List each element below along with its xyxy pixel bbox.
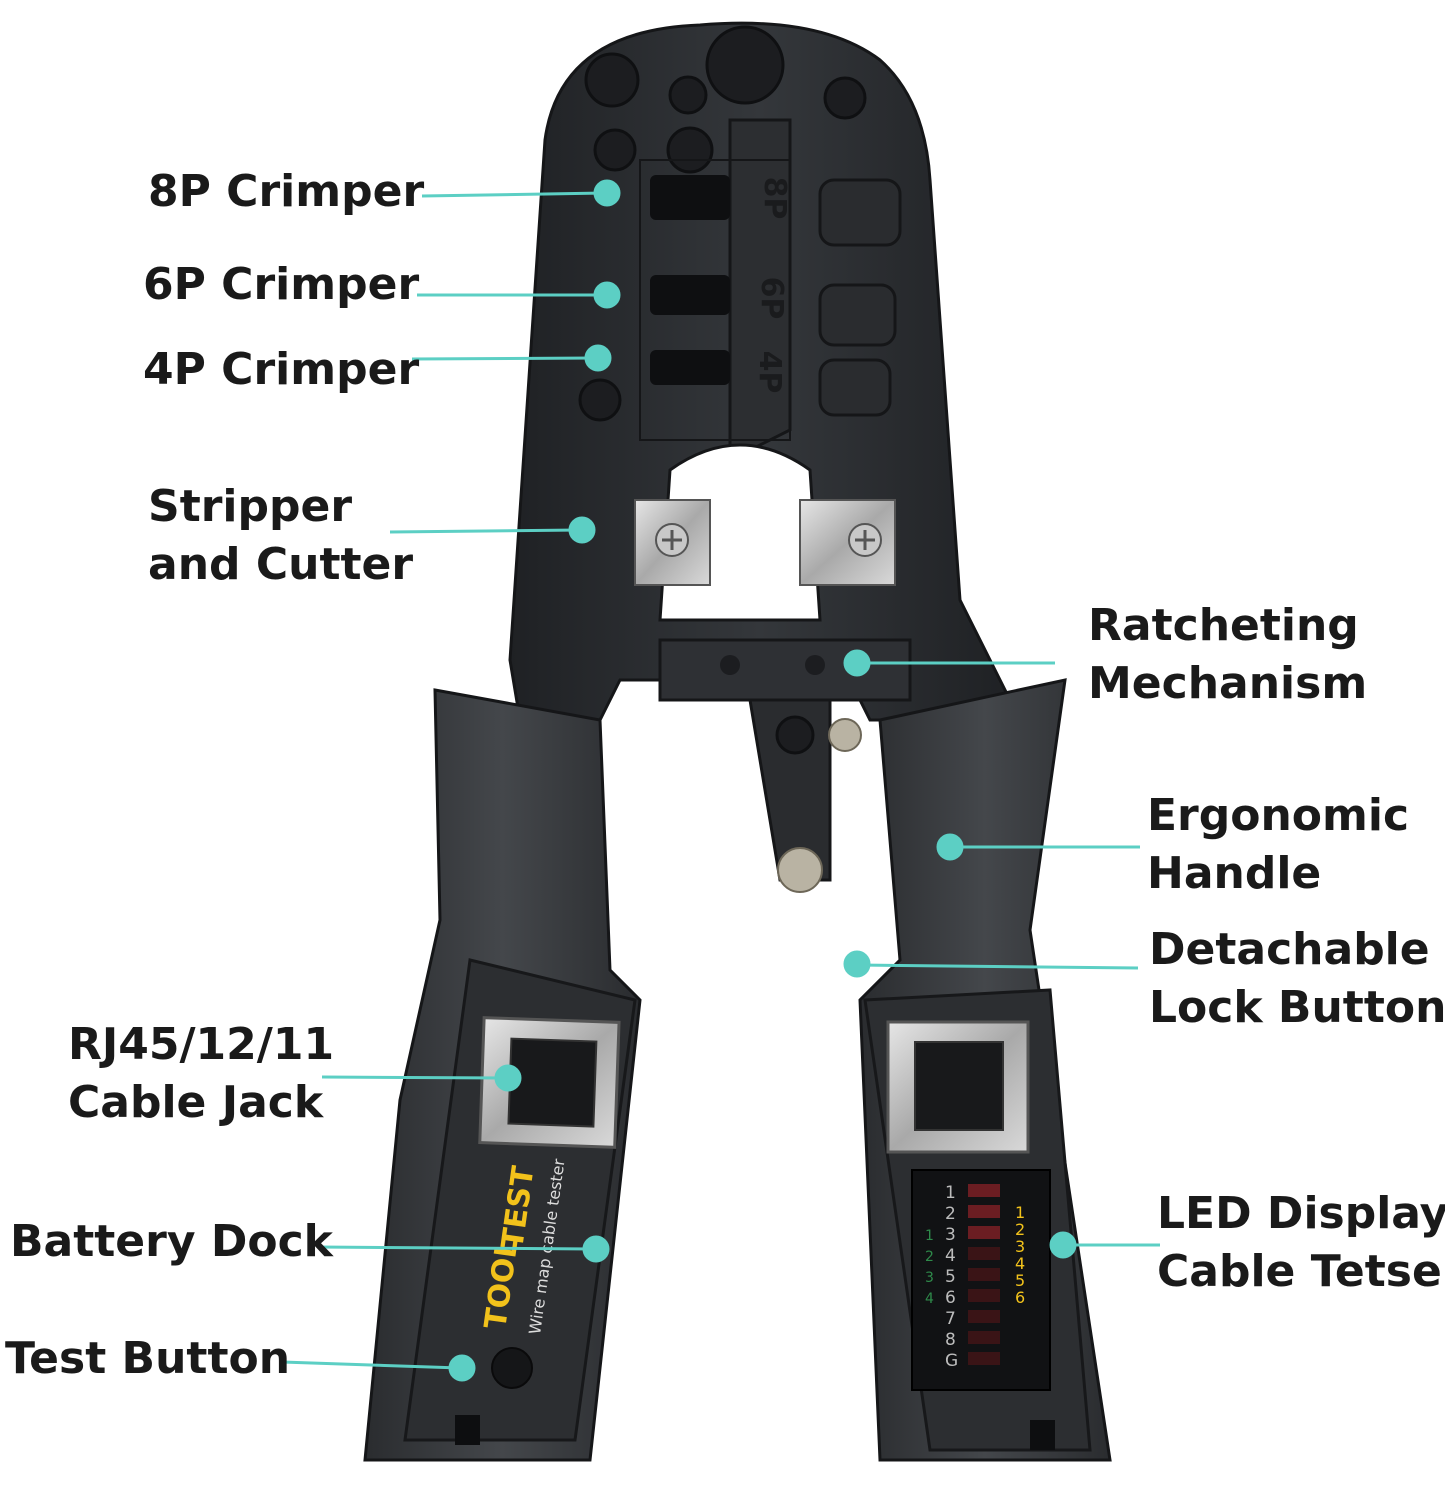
crimper-head: 8P 6P 4P: [508, 21, 1013, 722]
callout-dot-lock: [843, 950, 871, 978]
led-bar: [968, 1226, 1000, 1239]
callout-dot-handle: [936, 833, 964, 861]
callout-4p-line1: 4P Crimper: [143, 344, 420, 395]
callout-battery-line1: Battery Dock: [10, 1216, 333, 1267]
led-right-number: 2: [1015, 1220, 1025, 1239]
callout-dot-jack: [494, 1064, 522, 1092]
callout-handle-line2: Handle: [1147, 848, 1322, 899]
led-left-number: 8: [945, 1330, 956, 1350]
led-green-number: 4: [925, 1291, 934, 1307]
led-bars: [968, 1184, 1000, 1365]
callout-detachable-lock-button: Detachable Lock Button: [1149, 921, 1445, 1037]
callout-6p-line1: 6P Crimper: [143, 259, 420, 310]
test-button-knob: [491, 1347, 533, 1389]
callout-lock-line2: Lock Button: [1149, 982, 1445, 1033]
die-mark-8p: 8P: [757, 177, 792, 220]
led-bar: [968, 1205, 1000, 1218]
led-right-number: 3: [1015, 1237, 1025, 1256]
led-left-number: 3: [945, 1225, 956, 1245]
callout-dot-test: [448, 1354, 476, 1382]
led-left-number: 1: [945, 1183, 956, 1203]
callout-dot-6p: [593, 281, 621, 309]
led-left-number: 4: [945, 1246, 956, 1266]
callout-4p-crimper: 4P Crimper: [143, 341, 419, 399]
die-mark-4p: 4P: [752, 351, 787, 394]
led-bar: [968, 1331, 1000, 1344]
led-left-number: 6: [945, 1288, 956, 1308]
led-bar: [968, 1310, 1000, 1323]
callout-6p-crimper: 6P Crimper: [143, 256, 419, 314]
callout-lines: [281, 179, 1160, 1382]
callout-dot-ratchet: [843, 649, 871, 677]
callout-dot-4p: [584, 344, 612, 372]
led-right-number: 4: [1015, 1254, 1025, 1273]
callout-test-line1: Test Button: [5, 1333, 291, 1384]
callout-ratchet-line1: Ratcheting: [1088, 600, 1359, 651]
callout-jack-line1: RJ45/12/11: [68, 1019, 335, 1070]
ratchet-mechanism: [658, 638, 912, 893]
led-right-number: 1: [1015, 1203, 1025, 1222]
led-green-number: 3: [925, 1270, 934, 1286]
led-left-number: 7: [945, 1309, 956, 1329]
stripper-blades: [634, 499, 896, 586]
callout-8p-line1: 8P Crimper: [148, 166, 425, 217]
led-bar: [968, 1247, 1000, 1260]
callout-led-line2: Cable Tetser: [1157, 1246, 1445, 1297]
callout-jack-line2: Cable Jack: [68, 1077, 324, 1128]
callout-ergonomic-handle: Ergonomic Handle: [1147, 787, 1409, 903]
callout-stripper-line2: and Cutter: [148, 539, 414, 590]
led-left-number: 5: [945, 1267, 956, 1287]
callout-8p-crimper: 8P Crimper: [148, 163, 424, 221]
led-bar: [968, 1289, 1000, 1302]
led-right-number: 5: [1015, 1271, 1025, 1290]
led-green-number: 2: [925, 1249, 934, 1265]
callout-stripper-line1: Stripper: [148, 481, 353, 532]
callout-dot-stripper: [568, 516, 596, 544]
callout-handle-line1: Ergonomic: [1147, 790, 1410, 841]
led-left-number: G: [945, 1351, 958, 1371]
die-mark-6p: 6P: [754, 277, 789, 320]
callout-lock-line1: Detachable: [1149, 924, 1430, 975]
callout-test-button: Test Button: [5, 1330, 290, 1388]
led-bar: [968, 1268, 1000, 1281]
callout-battery-dock: Battery Dock: [10, 1213, 333, 1271]
callout-stripper-cutter: Stripper and Cutter: [148, 478, 413, 594]
callout-dot-8p: [593, 179, 621, 207]
callout-ratchet-line2: Mechanism: [1088, 658, 1368, 709]
led-bar: [968, 1184, 1000, 1197]
callout-led-display: LED Display Cable Tetser: [1157, 1185, 1445, 1301]
led-green-number: 1: [925, 1228, 934, 1244]
led-left-number: 2: [945, 1204, 956, 1224]
callout-dot-led: [1049, 1231, 1077, 1259]
callout-ratcheting-mechanism: Ratcheting Mechanism: [1088, 597, 1367, 713]
led-right-number: 6: [1015, 1288, 1025, 1307]
callout-led-line1: LED Display: [1157, 1188, 1445, 1239]
callout-dot-battery: [582, 1235, 610, 1263]
led-bar: [968, 1352, 1000, 1365]
callout-cable-jack: RJ45/12/11 Cable Jack: [68, 1016, 334, 1132]
